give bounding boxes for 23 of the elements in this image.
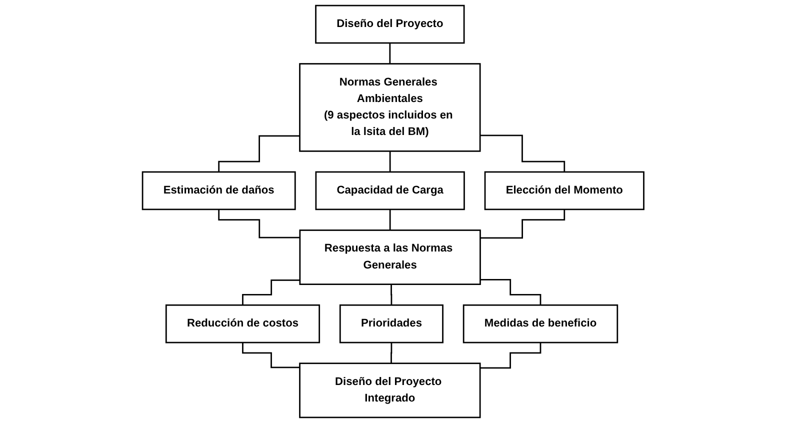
node-box: Medidas de beneficio xyxy=(463,304,618,344)
node-box: Diseño del Proyecto xyxy=(315,4,466,44)
node-box: Prioridades xyxy=(340,304,444,344)
connector xyxy=(480,342,542,369)
node-box: Capacidad de Carga xyxy=(316,171,466,210)
node-box: Reducción de costos xyxy=(166,304,320,344)
connector xyxy=(390,42,391,64)
connector xyxy=(480,208,566,239)
node-box: Normas Generales Ambientales (9 aspectos incluidos en la lsita del BM) xyxy=(299,63,482,152)
connector xyxy=(218,135,300,173)
connector xyxy=(390,342,392,364)
node-box: Respuesta a las Normas Generales xyxy=(300,230,482,285)
node-box: Diseño del Proyecto Integrado xyxy=(299,362,482,418)
connector xyxy=(480,134,566,173)
connector xyxy=(242,342,300,368)
connector xyxy=(218,208,300,238)
connector xyxy=(242,279,300,306)
node-box: Elección del Momento xyxy=(484,171,645,210)
connector xyxy=(480,279,542,306)
node-box: Estimación de daños xyxy=(142,171,296,210)
connector xyxy=(390,284,392,306)
connector xyxy=(390,150,392,173)
connector xyxy=(390,208,392,231)
